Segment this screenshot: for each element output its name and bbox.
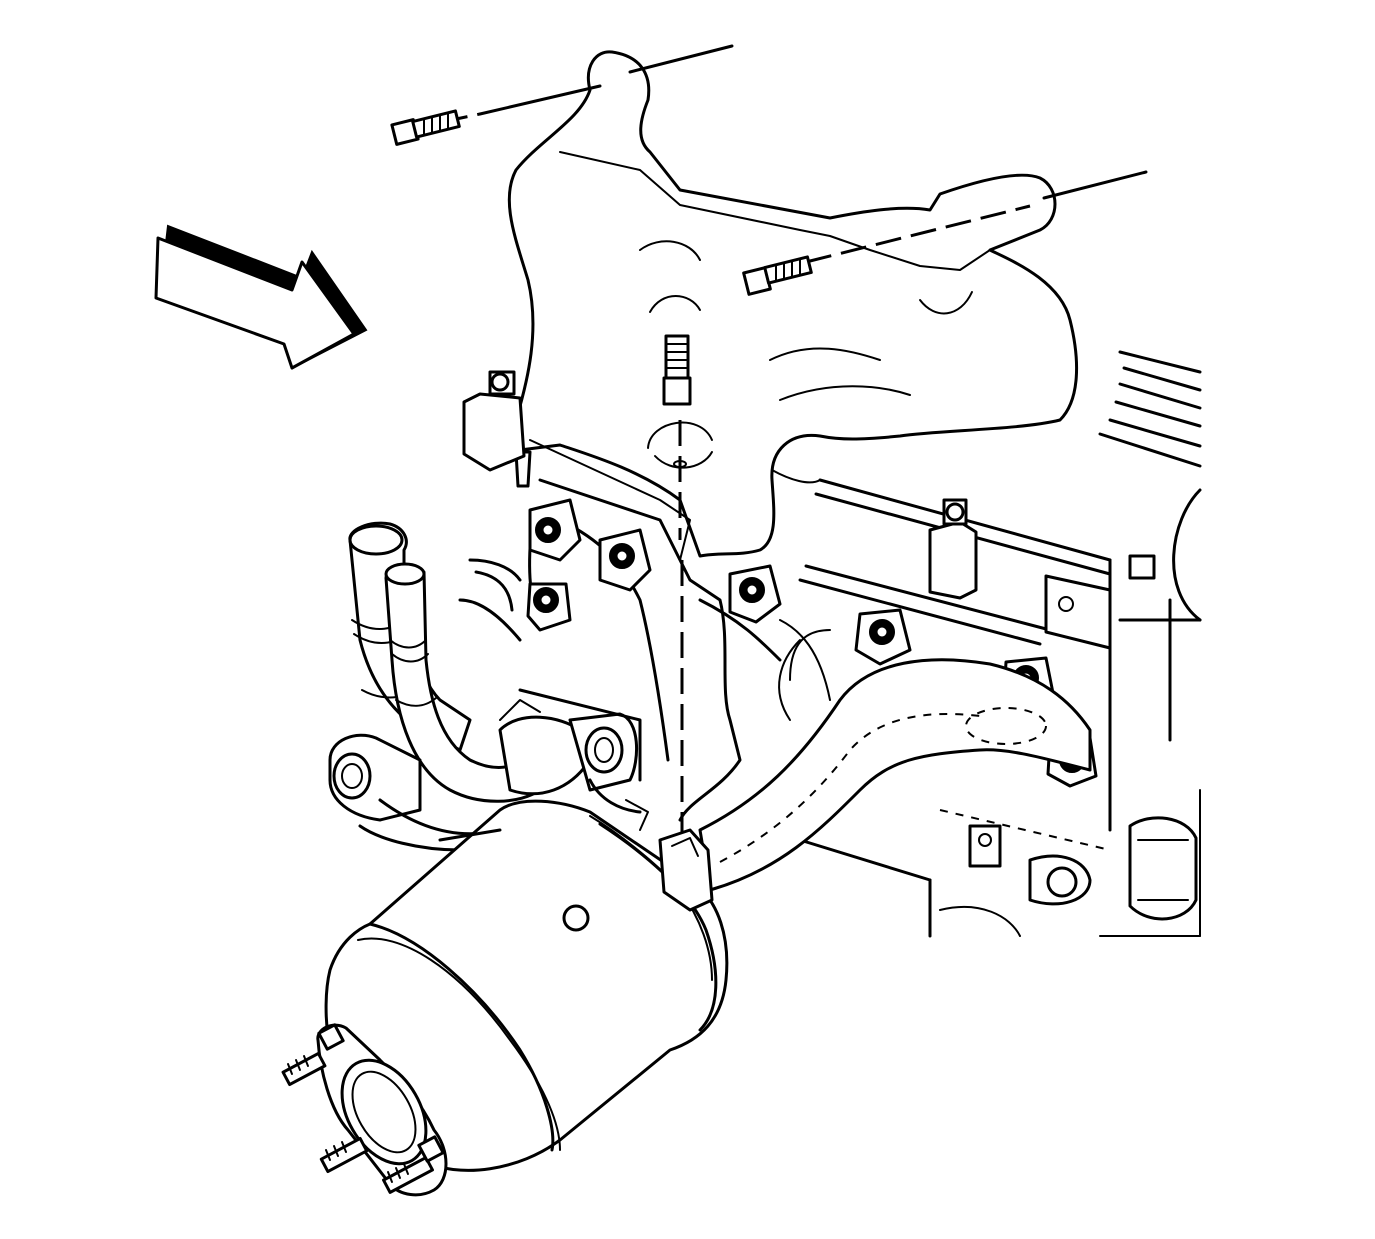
sensor-icon [458,558,642,796]
bolt-icon [390,109,461,146]
alignment-lines [441,44,1148,840]
bolt-icon [742,255,813,296]
heat-shield-icon [507,50,1078,561]
bolt-icon [662,334,692,406]
stud-icon [281,1023,448,1197]
engine-icon [798,350,1202,938]
misc-detail-lines [438,469,821,842]
direction-arrow-icon [154,224,368,370]
left-mount-bracket [462,370,526,472]
converter-icon [324,799,729,1172]
hose-icon [328,521,542,852]
manifold-icon [526,478,1098,892]
